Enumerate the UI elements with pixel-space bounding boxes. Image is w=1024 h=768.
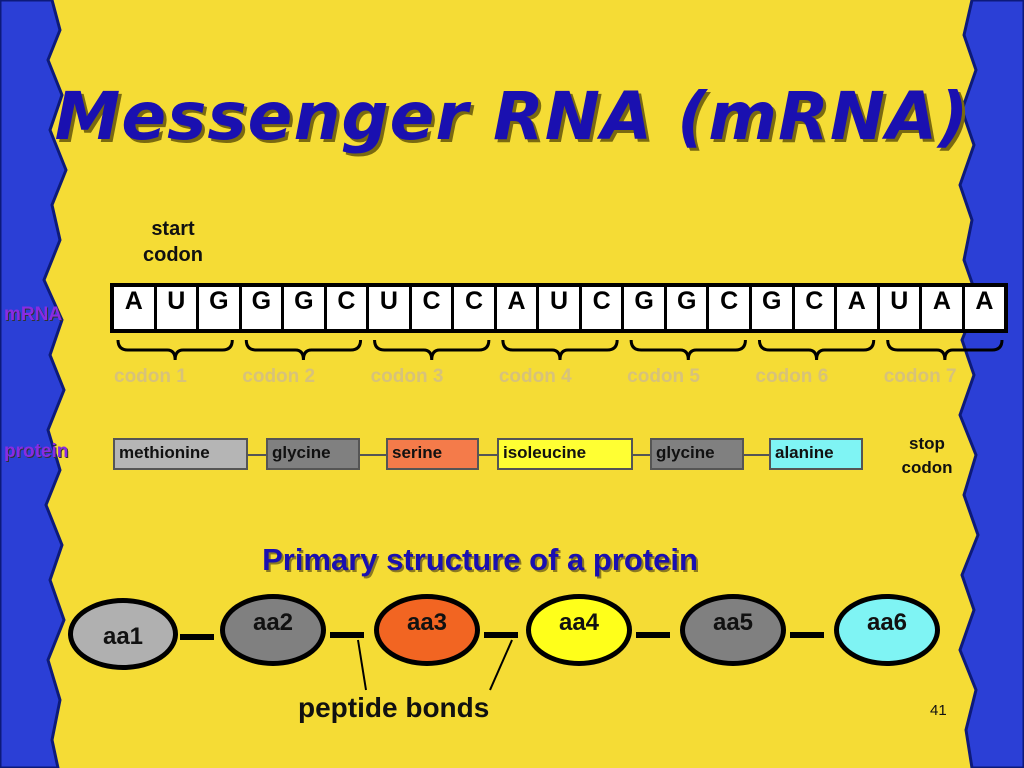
mrna-base: C	[412, 287, 455, 329]
mrna-side-label: mRNA	[4, 304, 63, 325]
amino-acid-connector	[479, 454, 497, 456]
codon-bracket	[629, 339, 747, 361]
codon-label: codon 5	[627, 366, 700, 387]
peptide-bond	[330, 632, 364, 638]
codon-brackets	[116, 339, 1004, 361]
codon-bracket	[244, 339, 363, 361]
amino-acid-box: methionine	[113, 438, 248, 470]
codon-bracket	[757, 339, 876, 361]
amino-acid-aa2: aa2	[220, 594, 326, 666]
amino-acid-box: serine	[386, 438, 479, 470]
mrna-base: A	[497, 287, 540, 329]
mrna-base: G	[667, 287, 710, 329]
mrna-base: U	[539, 287, 582, 329]
peptide-bond	[636, 632, 670, 638]
amino-acid-aa6: aa6	[834, 594, 940, 666]
codon-label: codon 3	[370, 366, 444, 387]
mrna-base: G	[199, 287, 242, 329]
codon-label: codon 4	[498, 366, 572, 387]
amino-acid-aa1: aa1	[68, 598, 178, 670]
amino-acid-box: alanine	[769, 438, 863, 470]
stop-codon-line1: stop	[909, 434, 945, 453]
stop-codon-line2: codon	[901, 458, 953, 477]
left-border-decoration	[0, 0, 68, 768]
codon-label: codon 6	[755, 366, 829, 387]
amino-acid-connector	[360, 454, 386, 456]
amino-acid-box: glycine	[266, 438, 360, 470]
mrna-base: G	[242, 287, 285, 329]
mrna-base: A	[114, 287, 157, 329]
stop-codon-label: stop codon	[897, 432, 957, 480]
mrna-base: A	[922, 287, 965, 329]
mrna-base: A	[837, 287, 880, 329]
start-codon-line2: codon	[143, 244, 203, 266]
amino-acid-connector	[744, 454, 769, 456]
mrna-base: U	[157, 287, 200, 329]
codon-label: codon 7	[883, 366, 957, 387]
mrna-base: C	[582, 287, 625, 329]
mrna-base: C	[709, 287, 752, 329]
amino-acid-connector	[248, 454, 266, 456]
peptide-bond-pointers	[357, 639, 513, 691]
codon-bracket	[116, 339, 234, 361]
amino-acid-box: glycine	[650, 438, 744, 470]
amino-acid-connector	[633, 454, 650, 456]
mrna-base: C	[327, 287, 370, 329]
codon-bracket	[886, 339, 1004, 361]
amino-acid-aa4: aa4	[526, 594, 632, 666]
mrna-base: C	[454, 287, 497, 329]
protein-side-label: protein	[4, 441, 69, 462]
codon-label: codon 2	[242, 366, 316, 387]
amino-acid-box: isoleucine	[497, 438, 633, 470]
peptide-bonds-label: peptide bonds	[298, 692, 490, 723]
mrna-base: G	[624, 287, 667, 329]
peptide-bond	[790, 632, 824, 638]
right-border-decoration	[958, 0, 1024, 768]
amino-acid-aa3: aa3	[374, 594, 480, 666]
mrna-base: G	[284, 287, 327, 329]
subtitle: Primary structure of a protein	[262, 542, 698, 577]
start-codon-label: start codon	[138, 216, 208, 268]
start-codon-line1: start	[151, 218, 195, 240]
mrna-base: A	[975, 287, 994, 315]
amino-acid-aa5: aa5	[680, 594, 786, 666]
codon-bracket	[501, 339, 619, 361]
mrna-base: U	[880, 287, 923, 329]
mrna-base: G	[752, 287, 795, 329]
mrna-base: U	[369, 287, 412, 329]
page-number: 41	[930, 702, 947, 719]
codon-bracket	[373, 339, 491, 361]
slide-title: Messenger RNA (mRNA)	[54, 78, 970, 155]
mrna-base: C	[795, 287, 838, 329]
peptide-bond	[484, 632, 518, 638]
peptide-bond	[180, 634, 214, 640]
codon-label: codon 1	[114, 366, 187, 387]
